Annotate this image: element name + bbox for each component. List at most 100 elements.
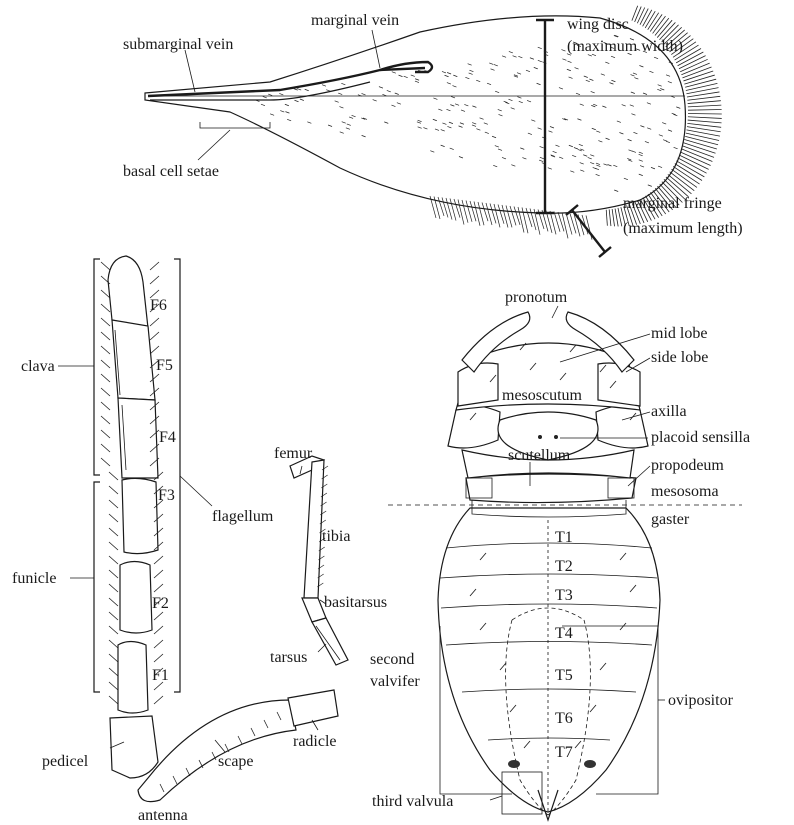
label-marginal-fringe: marginal fringe [623,195,722,212]
microtrichium [452,86,456,88]
antenna-seta [101,388,110,396]
label-tarsus: tarsus [270,649,307,666]
microtrichium [640,166,644,168]
axilla-left [448,405,500,448]
microtrichium [373,100,377,102]
microtrichium [476,80,480,82]
tarsus-leader [318,644,326,652]
microtrichium [559,157,563,159]
microtrichium [280,111,284,113]
microtrichium [508,99,512,101]
fringe-seta [678,158,707,173]
microtrichium [446,109,450,111]
microtrichium [569,145,573,147]
fringe-seta [687,123,721,127]
microtrichium [418,127,422,129]
fringe-seta [685,79,716,87]
microtrichium [569,77,573,79]
antenna-seta [101,360,110,368]
microtrichium [526,70,530,72]
microtrichium [453,75,457,77]
microtrichium [595,168,599,170]
fringe-seta [643,10,652,26]
microtrichium [538,47,542,49]
microtrichium [485,132,489,134]
fringe-seta [454,199,460,218]
microtrichium [447,83,451,85]
antenna-seta [150,332,159,340]
microtrichium [495,91,499,93]
microtrichium [590,155,594,157]
microtrichium [493,165,497,167]
valvifer-left [508,760,520,768]
microtrichium [472,125,476,127]
microtrichium [538,60,542,62]
microtrichium [562,59,566,61]
antenna-seta [109,682,118,690]
microtrichium [602,106,606,108]
fringe-seta [684,75,714,84]
microtrichium [411,75,415,77]
pedicel [110,716,158,778]
antenna-seta [109,542,118,550]
microtrichium [572,155,576,157]
antenna-seta [109,514,118,522]
segment-F3 [122,478,158,553]
microtrichium [476,129,480,131]
label-second: second [370,651,414,668]
microtrichium [674,147,678,149]
microtrichium [322,85,326,87]
label-submarginal-vein: submarginal vein [123,36,233,53]
label-side-lobe: side lobe [651,349,708,366]
label-T5: T5 [555,667,573,684]
antenna-seta [101,374,110,382]
fringe-seta [609,209,611,226]
antenna-seta [154,654,163,662]
microtrichium [633,132,637,134]
microtrichium [596,174,600,176]
microtrichium [647,128,651,130]
microtrichium [606,138,610,140]
radicle [288,690,338,726]
microtrichium [442,71,446,73]
microtrichium [469,73,473,75]
microtrichium [455,104,459,106]
microtrichium [305,89,309,91]
microtrichium [447,72,451,74]
microtrichium [639,66,643,68]
microtrichium [666,75,670,77]
microtrichium [561,50,565,52]
microtrichium [633,73,637,75]
label-mid-lobe: mid lobe [651,325,707,342]
microtrichium [520,148,524,150]
microtrichium [586,80,590,82]
microtrichium [461,110,465,112]
microtrichium [361,93,365,95]
microtrichium [527,100,531,102]
fringe-seta [442,198,448,218]
microtrichium [338,93,342,95]
microtrichium [494,64,498,66]
antenna-seta [109,486,118,494]
microtrichium [605,62,609,64]
microtrichium [459,157,463,159]
microtrichium [645,141,649,143]
microtrichium [651,167,655,169]
microtrichium [658,85,662,87]
microtrichium [668,130,672,132]
microtrichium [342,122,346,124]
microtrichium [540,146,544,148]
microtrichium [580,170,584,172]
antenna-seta [101,444,110,452]
microtrichium [640,126,644,128]
microtrichium [472,106,476,108]
microtrichium [596,163,600,165]
microtrichium [589,79,593,81]
microtrichium [660,88,664,90]
microtrichium [631,75,635,77]
microtrichium [659,135,663,137]
antenna-seta [109,640,118,648]
microtrichium [648,185,652,187]
microtrichium [634,78,638,80]
microtrichium [472,123,476,125]
